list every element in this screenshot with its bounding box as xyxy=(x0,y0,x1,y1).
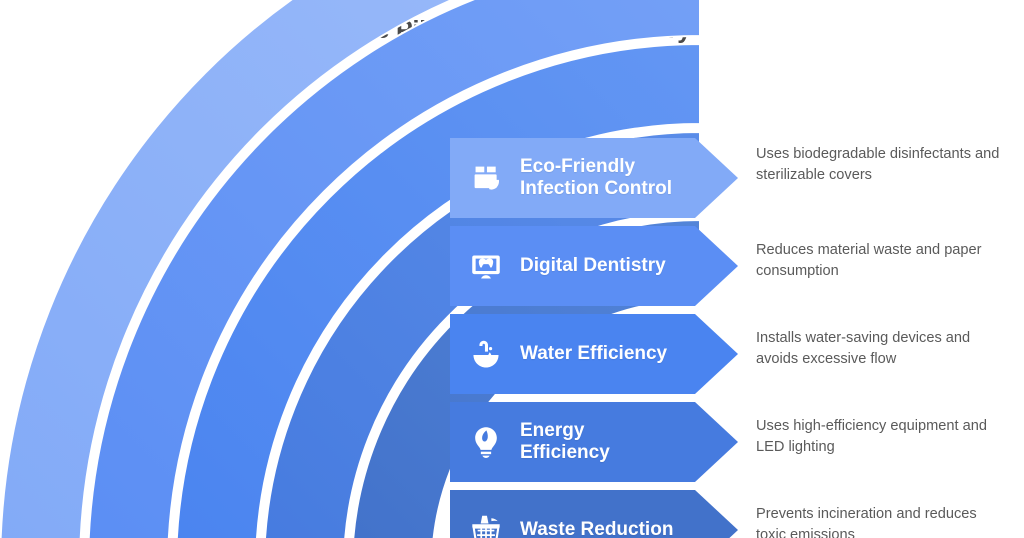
pillar-description: Uses biodegradable disinfectants and ste… xyxy=(756,146,1000,184)
arc-band-3 xyxy=(175,42,701,538)
pillar-arrow[interactable] xyxy=(450,314,738,394)
pillar-arrow[interactable] xyxy=(450,138,738,218)
pillar-arrow[interactable] xyxy=(450,402,738,482)
pillar-arrow[interactable] xyxy=(450,490,738,538)
pillar-description: Prevents incineration and reduces toxic … xyxy=(756,506,977,538)
arc-band-1 xyxy=(0,0,452,538)
arc-band-2 xyxy=(87,0,701,538)
pillar-description: Reduces material waste and paper consump… xyxy=(756,242,982,280)
pillar-description: Installs water-saving devices and avoids… xyxy=(756,330,971,368)
pillar-arrow[interactable] xyxy=(450,226,738,306)
pillar-description: Uses high-efficiency equipment and LED l… xyxy=(756,418,987,456)
